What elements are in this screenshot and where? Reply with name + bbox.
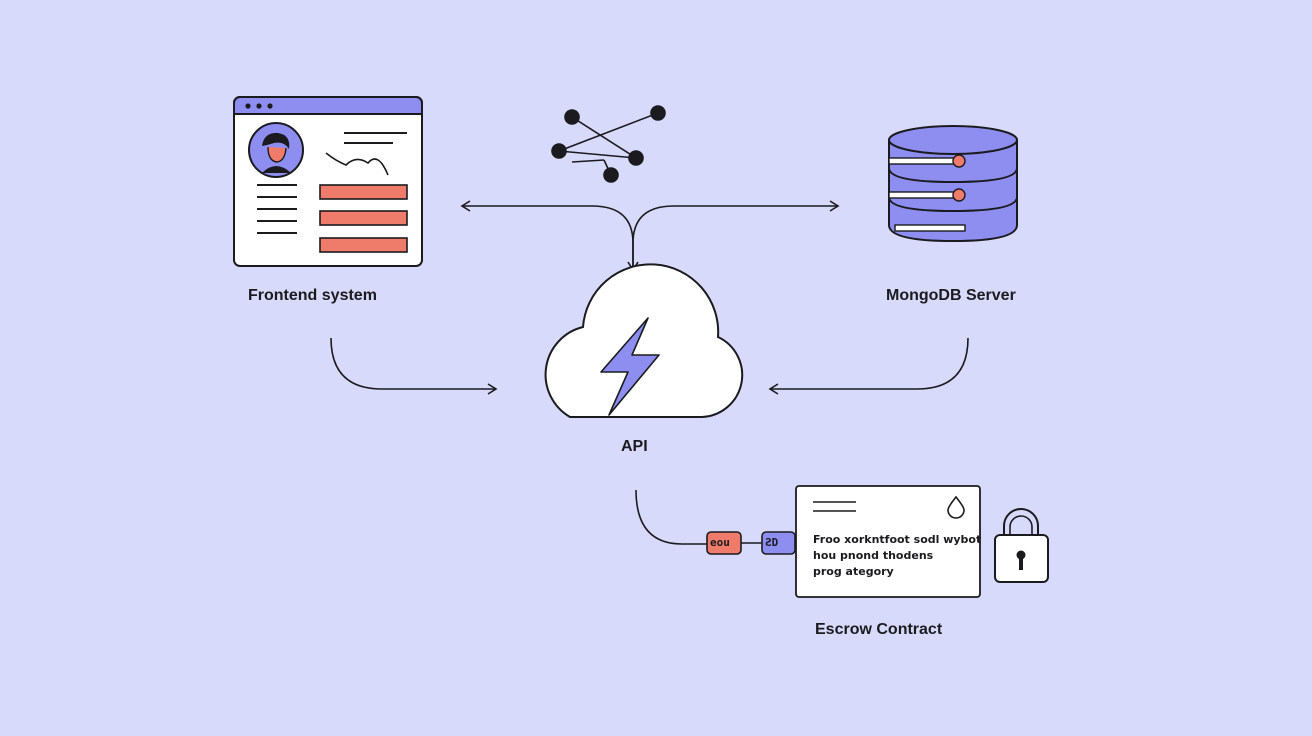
padlock-icon	[994, 508, 1049, 583]
database-icon	[888, 125, 1018, 243]
connector-mongodb-to-api	[768, 337, 969, 395]
connector-graph-to-systems	[460, 200, 840, 272]
connector-tag-left: eou	[710, 536, 730, 549]
frontend-system-label: Frontend system	[248, 287, 377, 304]
avatar	[248, 122, 304, 178]
connector-api-to-escrow	[635, 489, 796, 555]
api-label: API	[621, 438, 648, 455]
cloud-lightning-icon	[544, 263, 744, 418]
contract-text-line: prog ategory	[813, 565, 894, 578]
graph-network-icon	[551, 105, 666, 183]
browser-window-icon	[233, 96, 423, 267]
contract-text-line: Froo xorkntfoot sodl wybot	[813, 533, 982, 546]
connector-tag-right: ƧD	[765, 536, 779, 549]
escrow-contract-label: Escrow Contract	[815, 621, 943, 638]
contract-text-line: hou pnond thodens	[813, 549, 934, 562]
connector-frontend-to-api	[330, 337, 498, 395]
drop-icon	[947, 495, 965, 519]
contract-document	[795, 485, 981, 598]
mongodb-server-label: MongoDB Server	[886, 287, 1016, 304]
